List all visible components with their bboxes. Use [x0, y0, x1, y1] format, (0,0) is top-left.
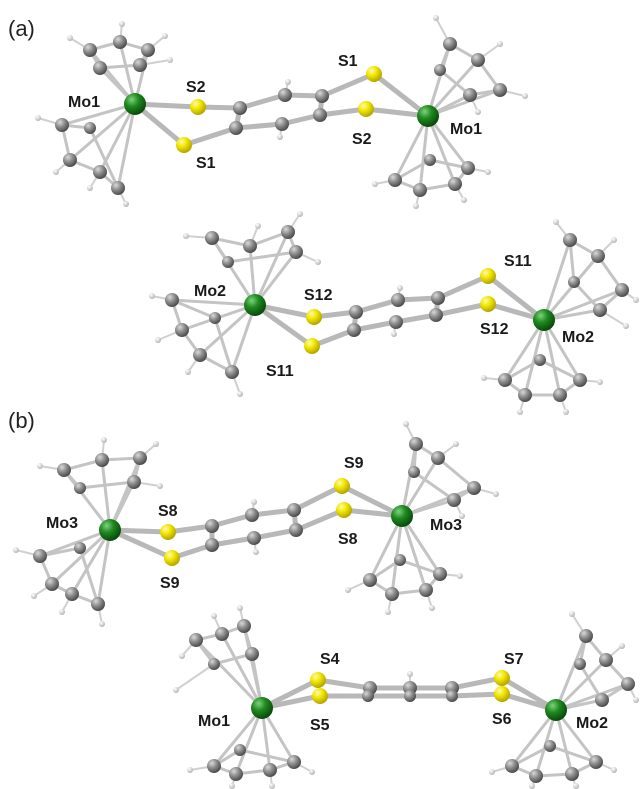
atom-label: S9	[344, 455, 364, 472]
atom-label: Mo2	[194, 283, 226, 300]
sulfur-atom	[310, 672, 326, 688]
atom-label: Mo3	[46, 515, 78, 532]
atom-label: S6	[492, 711, 512, 728]
sulfur-atom	[306, 309, 322, 325]
sulfur-atom	[480, 296, 496, 312]
molybdenum-atom	[533, 309, 555, 331]
sulfur-atom	[334, 478, 350, 494]
atom-label: S9	[160, 575, 180, 592]
sulfur-atom	[494, 686, 510, 702]
atom-label: S7	[504, 651, 524, 668]
atom-label: Mo2	[576, 715, 608, 732]
panel-label-b: (b)	[8, 408, 35, 433]
hydrogen-atoms	[173, 605, 639, 789]
sulfur-atom	[304, 338, 320, 354]
sulfur-atom	[494, 670, 510, 686]
sulfur-atom	[160, 524, 176, 540]
atom-label: Mo1	[450, 121, 482, 138]
atom-label: S1	[196, 155, 216, 172]
molecule-a1: Mo1 S2 S1 S1 S2 Mo1	[35, 15, 528, 209]
hydrogen-atoms	[35, 15, 528, 209]
molybdenum-atom	[99, 519, 121, 541]
molecule-b2: Mo1 S4 S5 S7 S6 Mo2	[173, 605, 639, 789]
cp-ring	[483, 318, 601, 413]
sulfur-atom	[190, 99, 206, 115]
atom-label: Mo1	[68, 94, 100, 111]
molybdenum-atom	[251, 697, 273, 719]
sulfur-atom	[336, 502, 352, 518]
sulfur-atom	[366, 66, 382, 82]
carbon-atoms	[165, 225, 629, 402]
carbon-atoms	[189, 619, 635, 783]
atom-label: S12	[304, 287, 333, 304]
atom-label: Mo3	[430, 517, 462, 534]
sulfur-atom	[164, 550, 180, 566]
atom-label: Mo1	[198, 713, 230, 730]
atom-label: S2	[352, 131, 372, 148]
hydrogen-atoms	[13, 421, 499, 627]
atom-label: S2	[186, 79, 206, 96]
hydrogen-atoms	[149, 211, 639, 415]
sulfur-atom	[480, 268, 496, 284]
molecule-a2: Mo2 S12 S11 S11 S12 Mo2	[149, 211, 639, 415]
sulfur-atom	[176, 137, 192, 153]
atom-label: S1	[338, 53, 358, 70]
molybdenum-atom	[244, 294, 266, 316]
atom-label: S8	[338, 531, 358, 548]
panel-label-a: (a)	[8, 16, 35, 41]
atom-label: S11	[504, 253, 532, 270]
atom-label: S5	[310, 717, 330, 734]
molybdenum-atom	[391, 505, 413, 527]
sulfur-atom	[358, 101, 374, 117]
molybdenum-atom	[124, 93, 146, 115]
molybdenum-atom	[545, 699, 567, 721]
carbon-atoms	[33, 437, 481, 611]
atom-label: S11	[266, 363, 294, 380]
atom-label: S8	[158, 503, 178, 520]
atom-label: S4	[320, 651, 340, 668]
cp-ring	[542, 221, 637, 327]
carbon-atoms	[55, 35, 507, 197]
molecule-b1: Mo3 S8 S9 S9 S8 Mo3	[13, 421, 499, 627]
atom-label: Mo2	[562, 329, 594, 346]
cp-ring	[151, 295, 257, 395]
atom-label: S12	[480, 321, 509, 338]
molybdenum-atom	[417, 105, 439, 127]
sulfur-atom	[312, 688, 328, 704]
cp-ring	[554, 613, 637, 712]
